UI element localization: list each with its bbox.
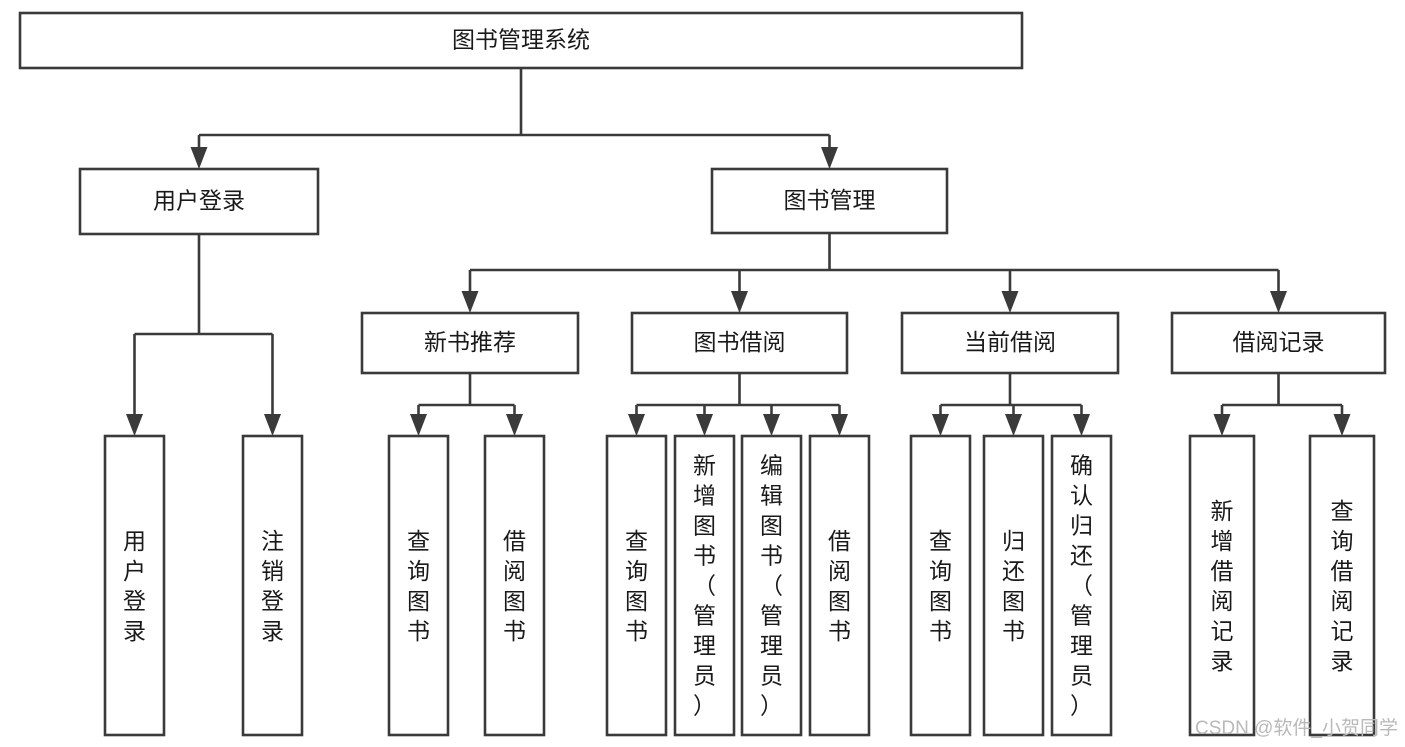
node-label-book-management: 图书管理 <box>784 187 876 213</box>
node-box-user-login-logout <box>241 434 304 737</box>
connector-book-borrow-to-bb-add-book-arrowhead <box>696 414 713 436</box>
node-bb-add-book[interactable]: 新增图书（管理员） <box>673 434 736 737</box>
node-label-nbr-query-book: 查询图书 <box>407 528 430 644</box>
node-label-root: 图书管理系统 <box>452 27 590 53</box>
node-cb-return-book[interactable]: 归还图书 <box>982 434 1045 737</box>
connector-book-management-to-book-borrow-arrowhead <box>731 291 748 313</box>
node-label-br-query-record: 查询借阅记录 <box>1331 498 1354 674</box>
connector-root-to-user-login-arrowhead <box>190 147 208 169</box>
connector-new-book-recommend-to-nbr-query-book-arrowhead <box>410 414 427 436</box>
connector-current-borrow-to-cb-confirm-return-arrowhead <box>1073 414 1090 436</box>
connector-user-login-to-user-login-login-arrowhead <box>126 414 143 436</box>
node-label-bb-add-book: 新增图书（管理员） <box>693 452 716 718</box>
csdn-watermark: CSDN @软件_小贺同学 <box>1195 717 1398 739</box>
node-nbr-borrow-book[interactable]: 借阅图书 <box>483 434 546 737</box>
node-label-cb-confirm-return: 确认归还（管理员） <box>1070 452 1093 718</box>
node-user-login-logout[interactable]: 注销登录 <box>241 434 304 737</box>
node-br-query-record[interactable]: 查询借阅记录 <box>1308 434 1376 737</box>
node-br-add-record[interactable]: 新增借阅记录 <box>1188 434 1256 737</box>
node-box-current-borrow <box>900 311 1120 375</box>
node-borrow-record[interactable]: 借阅记录 <box>1170 311 1387 375</box>
node-box-book-management <box>710 167 949 235</box>
node-bb-query-book[interactable]: 查询图书 <box>605 434 668 737</box>
node-label-nbr-borrow-book: 借阅图书 <box>503 528 526 644</box>
node-bb-borrow-book[interactable]: 借阅图书 <box>808 434 871 737</box>
node-label-user-login: 用户登录 <box>153 188 245 214</box>
node-box-br-add-record <box>1188 434 1256 737</box>
node-box-cb-confirm-return <box>1050 434 1113 737</box>
node-box-new-book-recommend <box>360 311 580 375</box>
node-cb-confirm-return[interactable]: 确认归还（管理员） <box>1050 434 1113 737</box>
connector-borrow-record-to-br-query-record-arrowhead <box>1333 414 1351 436</box>
node-box-root <box>18 11 1024 70</box>
connector-book-management-to-new-book-recommend-arrowhead <box>461 291 479 313</box>
node-layer: 图书管理系统用户登录图书管理用户登录注销登录新书推荐图书借阅当前借阅借阅记录查询… <box>18 11 1387 737</box>
connector-book-management-to-current-borrow-arrowhead <box>1001 291 1019 313</box>
node-bb-edit-book[interactable]: 编辑图书（管理员） <box>740 434 803 737</box>
node-cb-query-book[interactable]: 查询图书 <box>909 434 972 737</box>
node-label-book-borrow: 图书借阅 <box>694 329 786 355</box>
node-box-borrow-record <box>1170 311 1387 375</box>
node-label-cb-query-book: 查询图书 <box>929 528 952 644</box>
node-new-book-recommend[interactable]: 新书推荐 <box>360 311 580 375</box>
node-label-user-login-logout: 注销登录 <box>261 528 284 644</box>
connector-book-borrow-to-bb-borrow-book-arrowhead <box>831 414 848 436</box>
connector-current-borrow-to-cb-query-book-arrowhead <box>932 414 949 436</box>
node-box-bb-borrow-book <box>808 434 871 737</box>
node-label-new-book-recommend: 新书推荐 <box>424 329 516 355</box>
node-box-book-borrow <box>630 311 849 375</box>
node-box-nbr-borrow-book <box>483 434 546 737</box>
node-box-bb-query-book <box>605 434 668 737</box>
node-nbr-query-book[interactable]: 查询图书 <box>387 434 450 737</box>
connector-new-book-recommend-to-nbr-borrow-book-arrowhead <box>506 414 523 436</box>
connector-borrow-record-to-br-add-record-arrowhead <box>1213 414 1231 436</box>
node-label-cb-return-book: 归还图书 <box>1002 528 1025 644</box>
node-label-br-add-record: 新增借阅记录 <box>1211 498 1234 674</box>
node-label-borrow-record: 借阅记录 <box>1233 329 1325 355</box>
node-label-bb-borrow-book: 借阅图书 <box>828 528 851 644</box>
node-box-nbr-query-book <box>387 434 450 737</box>
node-label-bb-edit-book: 编辑图书（管理员） <box>760 452 783 718</box>
node-book-borrow[interactable]: 图书借阅 <box>630 311 849 375</box>
node-user-login-login[interactable]: 用户登录 <box>103 434 166 737</box>
connector-book-borrow-to-bb-edit-book-arrowhead <box>763 414 780 436</box>
node-box-bb-add-book <box>673 434 736 737</box>
node-root[interactable]: 图书管理系统 <box>18 11 1024 70</box>
connector-layer <box>126 68 1351 436</box>
connector-current-borrow-to-cb-return-book-arrowhead <box>1005 414 1022 436</box>
node-label-current-borrow: 当前借阅 <box>964 329 1056 355</box>
node-box-user-login-login <box>103 434 166 737</box>
connector-root-to-book-management-arrowhead <box>821 147 838 169</box>
node-box-br-query-record <box>1308 434 1376 737</box>
connector-user-login-to-user-login-logout-arrowhead <box>264 414 281 436</box>
node-box-user-login <box>78 167 320 236</box>
connector-book-management-to-borrow-record-arrowhead <box>1270 291 1287 313</box>
node-label-user-login-login: 用户登录 <box>123 528 146 644</box>
connector-book-borrow-to-bb-query-book-arrowhead <box>628 414 645 436</box>
node-box-bb-edit-book <box>740 434 803 737</box>
node-user-login[interactable]: 用户登录 <box>78 167 320 236</box>
node-box-cb-query-book <box>909 434 972 737</box>
node-current-borrow[interactable]: 当前借阅 <box>900 311 1120 375</box>
node-book-management[interactable]: 图书管理 <box>710 167 949 235</box>
node-box-cb-return-book <box>982 434 1045 737</box>
node-label-bb-query-book: 查询图书 <box>625 528 648 644</box>
